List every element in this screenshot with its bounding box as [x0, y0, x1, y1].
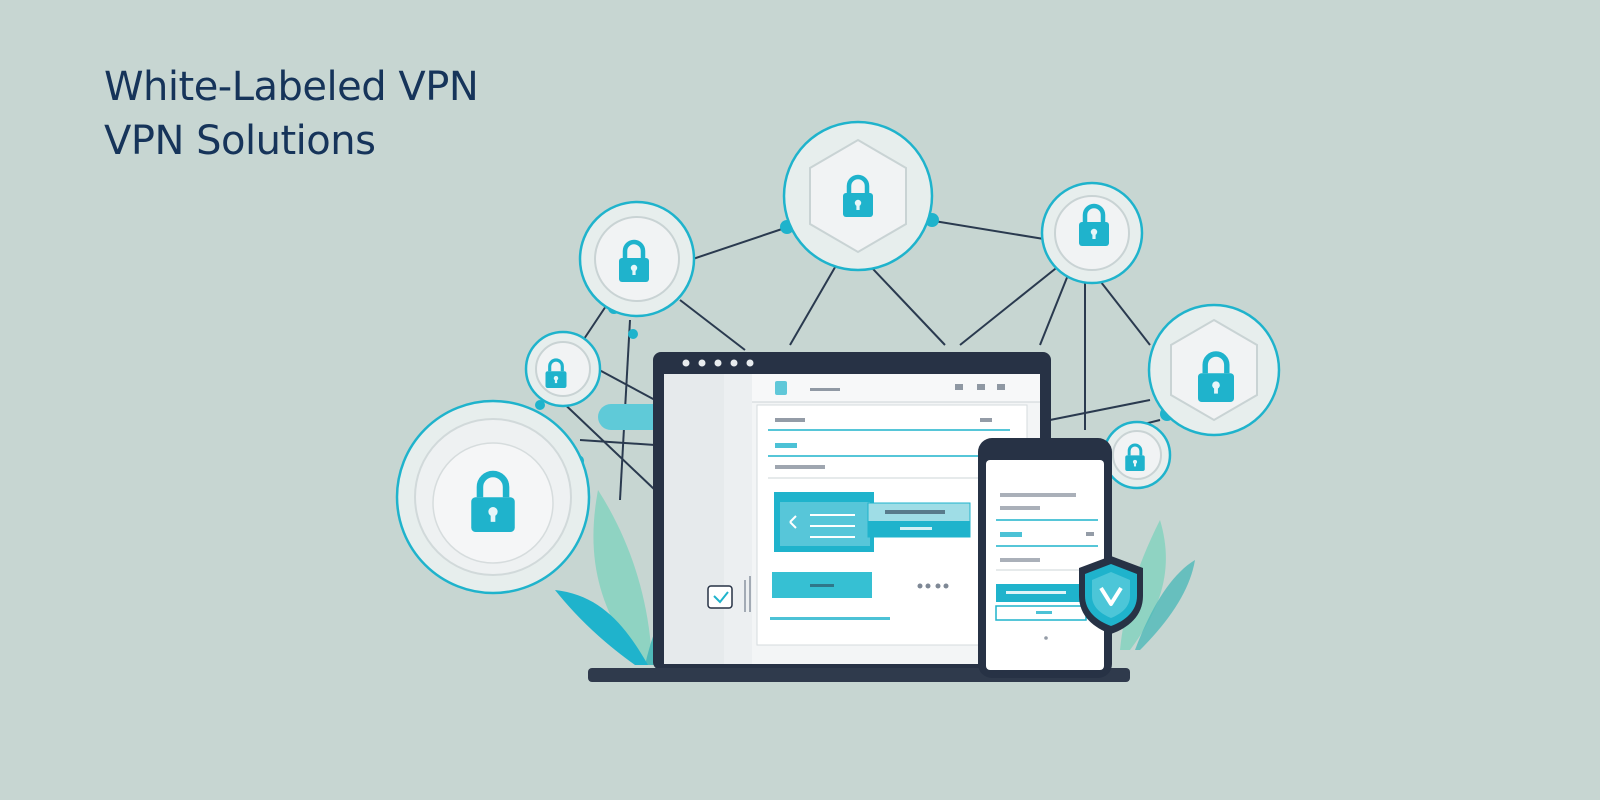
lock-node-top [782, 120, 934, 272]
headline-line-2: VPN Solutions [104, 118, 376, 164]
lock-node-small-right [1102, 420, 1172, 490]
shield-icon [1079, 556, 1143, 634]
network-links [554, 219, 1161, 501]
phone [978, 438, 1112, 678]
lock-node-large-left [395, 399, 591, 595]
lock-node-upper-left [578, 200, 696, 318]
laptop [588, 352, 1130, 682]
lock-node-upper-right [1040, 181, 1144, 285]
lock-node-right [1147, 303, 1281, 437]
lock-node-small-left [524, 330, 602, 408]
headline-line-1: White-Labeled VPN [104, 64, 479, 110]
headline: White-Labeled VPN VPN Solutions [104, 60, 479, 168]
